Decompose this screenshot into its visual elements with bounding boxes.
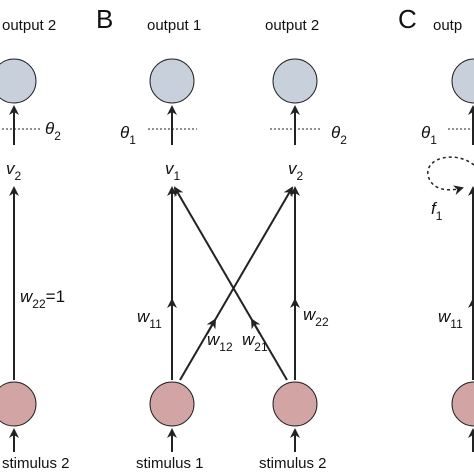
panel-b-output2-label: output 2 [265,17,319,34]
panel-a-theta: θ2 [45,119,61,143]
panel-c-theta1: θ1 [421,123,437,147]
panel-a-stimulus-label: stimulus 2 [2,455,70,472]
panel-c-output-node [451,58,474,104]
panel-b-theta2: θ2 [331,123,347,147]
panel-b-letter: B [96,4,113,34]
panel-b-w12: w12 [207,330,233,354]
panel-b-midarrow-21 [251,318,261,335]
panel-c-stimulus-node [451,381,474,427]
panel-c-f1: f1 [431,199,443,223]
panel-a-stimulus-node [0,381,37,427]
panel-c-letter: C [398,4,417,34]
panel-b-stimulus2-label: stimulus 2 [259,455,327,472]
panel-b-w11: w11 [137,307,162,331]
panel-b-stimulus1-node [149,381,195,427]
panel-b-output1-node [149,58,195,104]
panel-b-connection-12 [179,186,294,381]
panel-b-connection-21 [173,186,288,381]
panel-c-output-label: outp [433,17,462,34]
panel-b-output2-node [272,58,318,104]
panel-b-stimulus2-node [272,381,318,427]
panel-b-midarrow-12 [206,318,216,335]
panel-c-w11: w11 [438,307,463,331]
panel-a-output-node [0,58,37,104]
panel-b-stimulus1-label: stimulus 1 [136,455,204,472]
panel-b-w22: w22 [303,305,329,329]
panel-b: B output 1 output 2 θ1 θ2 v1 v2 w11 w12 … [96,4,347,472]
panel-b-v2: v2 [288,159,304,183]
panel-a-output-label: output 2 [2,17,56,34]
panel-b-output1-label: output 1 [147,17,201,34]
panel-c-feedback-loop [427,156,474,196]
panel-b-v1: v1 [165,159,181,183]
panel-b-theta1: θ1 [120,123,136,147]
panel-b-w21: w21 [242,330,268,354]
panel-a-v: v2 [6,159,22,183]
panel-c: C outp θ1 f1 w11 [398,4,474,452]
panel-a-weight: w22=1 [20,287,65,311]
panel-a: output 2 θ2 v2 w22=1 stimulus 2 [0,17,70,472]
